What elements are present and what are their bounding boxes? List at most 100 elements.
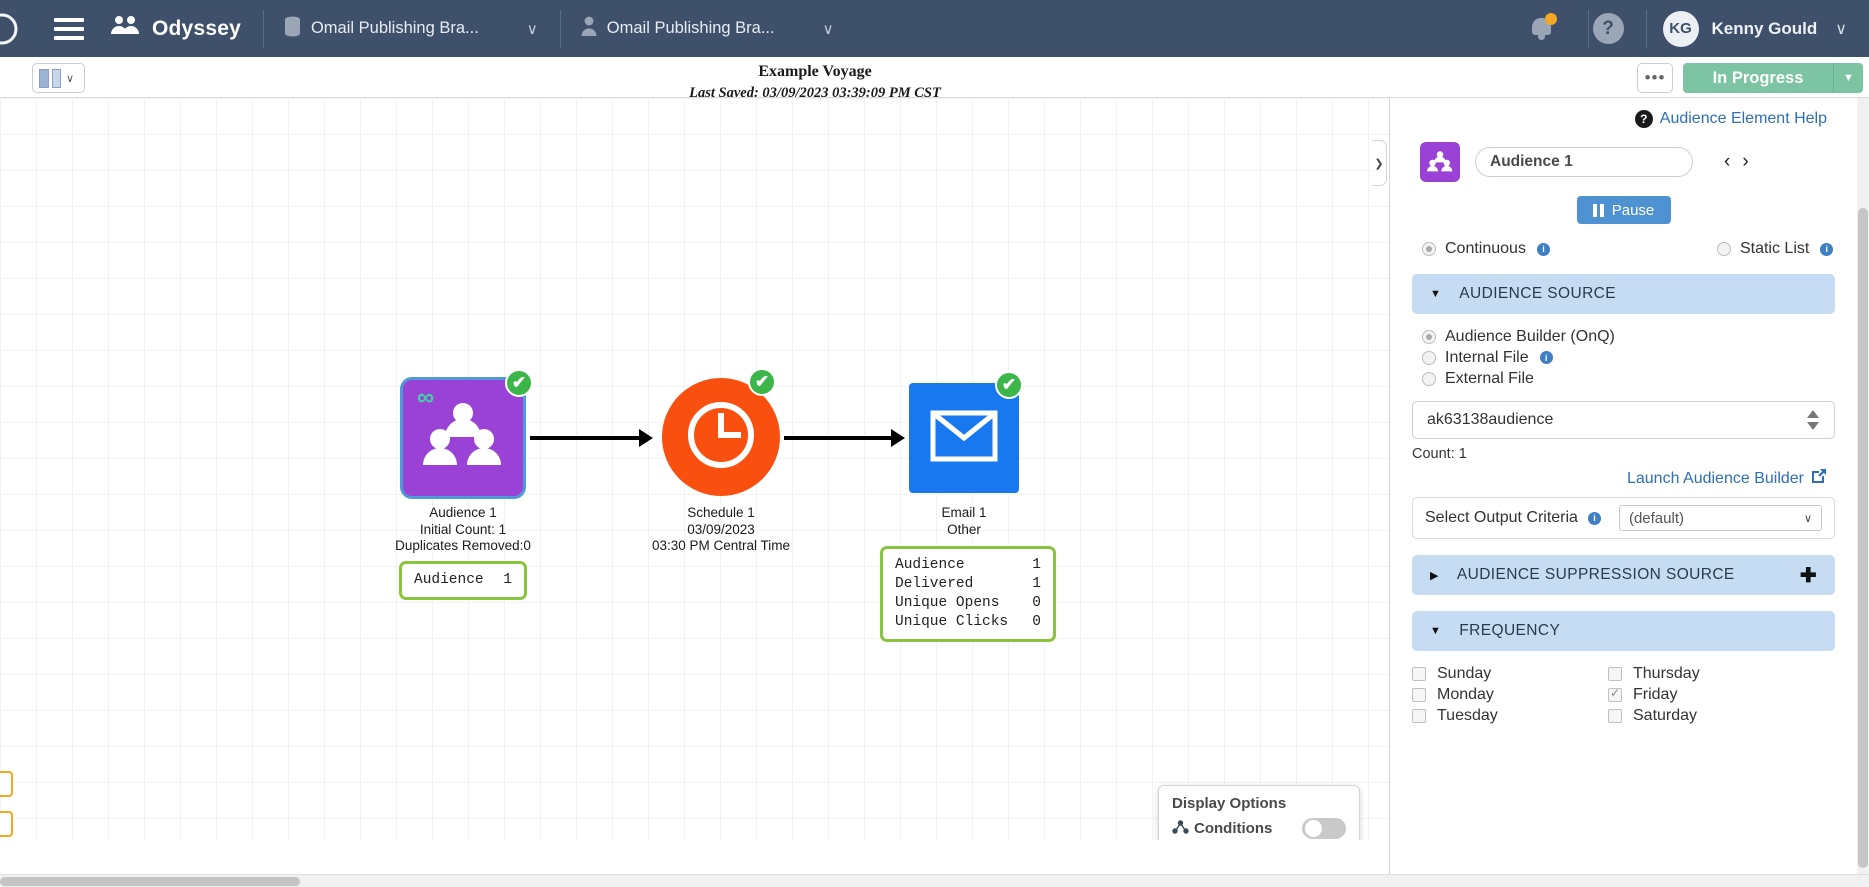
- info-icon[interactable]: i: [1536, 242, 1550, 256]
- checkbox-indicator: [1412, 708, 1426, 723]
- pause-button[interactable]: Pause: [1576, 196, 1671, 224]
- user-menu-chevron-down-icon[interactable]: ∨: [1835, 20, 1847, 38]
- chevron-left-icon[interactable]: ‹: [1724, 151, 1731, 172]
- layout-caret-icon: ∨: [66, 72, 75, 85]
- nav-divider-2: [559, 9, 561, 48]
- account-selector-label: Omail Publishing Bra...: [606, 19, 775, 37]
- chevron-down-icon: ∨: [822, 20, 834, 38]
- brand-home-link[interactable]: Odyssey: [110, 14, 241, 43]
- checkbox-sunday-label: Sunday: [1437, 664, 1492, 682]
- voyage-canvas[interactable]: ∞ ✔ Audience 1 Initial Count: 1 Duplicat…: [0, 98, 1390, 840]
- reporting-metric-label: Delivered: [895, 576, 974, 592]
- avatar[interactable]: KG: [1662, 10, 1699, 47]
- canvas-tab-stub[interactable]: [0, 771, 13, 797]
- frequency-days-left: Sunday Monday Tuesday: [1412, 663, 1608, 726]
- audience-select-value: ak63138audience: [1427, 411, 1554, 428]
- database-selector[interactable]: Omail Publishing Bra... ∨: [284, 16, 538, 42]
- account-selector[interactable]: Omail Publishing Bra... ∨: [581, 16, 834, 42]
- reporting-row: Unique Opens 0: [895, 594, 1041, 613]
- chevron-down-icon: ∨: [526, 20, 538, 38]
- reporting-metric-label: Unique Clicks: [895, 614, 1009, 630]
- checkbox-saturday-label: Saturday: [1633, 706, 1698, 724]
- clock-icon: [683, 397, 759, 478]
- status-badge[interactable]: In Progress: [1683, 63, 1833, 93]
- collapse-panel-chevron-icon[interactable]: ❯: [1372, 140, 1387, 186]
- checkbox-tuesday-label: Tuesday: [1437, 706, 1498, 724]
- radio-internal-file-label: Internal File: [1445, 348, 1529, 366]
- radio-external-file[interactable]: External File: [1422, 368, 1857, 389]
- audience-source-radio-group: Audience Builder (OnQ) Internal File i E…: [1390, 314, 1857, 389]
- audience-select[interactable]: ak63138audience: [1412, 401, 1835, 439]
- radio-continuous-label: Continuous: [1445, 240, 1526, 257]
- question-mark-icon[interactable]: ?: [1592, 13, 1624, 44]
- display-options-title: Display Options: [1172, 795, 1287, 812]
- radio-internal-file[interactable]: Internal File i: [1422, 347, 1857, 368]
- section-header-suppression-label: AUDIENCE SUPPRESSION SOURCE: [1456, 566, 1735, 583]
- reporting-metric-value: 0: [1032, 614, 1041, 630]
- reporting-metric-value: 1: [1032, 557, 1041, 573]
- launch-audience-builder-link[interactable]: Launch Audience Builder: [1390, 462, 1857, 489]
- canvas-tab-stub[interactable]: [0, 811, 13, 837]
- audience-element-help-link[interactable]: ? Audience Element Help: [1390, 98, 1857, 128]
- section-header-frequency-label: FREQUENCY: [1459, 622, 1561, 639]
- pause-icon: [1592, 203, 1604, 217]
- radio-indicator: [1422, 350, 1436, 365]
- canvas-node-schedule[interactable]: [662, 378, 780, 496]
- node-status-check-circle-icon: ✔: [995, 371, 1023, 399]
- radio-audience-builder-label: Audience Builder (OnQ): [1445, 327, 1615, 345]
- section-header-audience-suppression-source[interactable]: ▶ AUDIENCE SUPPRESSION SOURCE ✚: [1412, 555, 1835, 595]
- section-header-frequency[interactable]: ▼ FREQUENCY: [1412, 611, 1835, 651]
- reporting-metric-label: Unique Opens: [895, 595, 1000, 611]
- element-properties-panel: ? Audience Element Help ‹ › Pause Contin…: [1389, 98, 1857, 874]
- odyssey-mark-icon[interactable]: [0, 12, 34, 46]
- status-dropdown-caret-icon[interactable]: ▼: [1833, 63, 1863, 93]
- canvas-node-email[interactable]: [909, 383, 1019, 493]
- output-criteria-select[interactable]: (default) ∨: [1618, 505, 1822, 531]
- launch-audience-builder-label: Launch Audience Builder: [1626, 469, 1804, 487]
- person-icon: [581, 16, 597, 42]
- checkbox-saturday[interactable]: Saturday: [1608, 705, 1804, 726]
- panel-layout-icon[interactable]: ∨: [32, 63, 85, 93]
- checkbox-monday[interactable]: Monday: [1412, 684, 1608, 705]
- checkbox-indicator: [1608, 666, 1622, 681]
- question-circle-icon: ?: [1634, 110, 1653, 128]
- chevron-right-icon[interactable]: ›: [1742, 151, 1749, 172]
- canvas-horizontal-scrollbar-thumb[interactable]: [0, 877, 300, 886]
- checkbox-friday[interactable]: Friday: [1608, 684, 1804, 705]
- canvas-node-schedule-label: Schedule 1 03/09/2023 03:30 PM Central T…: [651, 505, 791, 553]
- info-icon[interactable]: i: [1820, 242, 1834, 256]
- canvas-node-audience[interactable]: ∞: [400, 377, 526, 499]
- checkbox-sunday[interactable]: Sunday: [1412, 663, 1608, 684]
- checkbox-indicator: [1412, 666, 1426, 681]
- output-criteria-row: Select Output Criteria i (default) ∨: [1412, 497, 1835, 539]
- username-label: Kenny Gould: [1711, 18, 1818, 38]
- chevron-right-icon: ▶: [1430, 569, 1439, 582]
- frequency-day-grid: Sunday Monday Tuesday Thursday Friday: [1390, 651, 1857, 726]
- conditions-branch-icon: [1172, 819, 1194, 838]
- notification-bell-icon[interactable]: [1528, 12, 1557, 44]
- hamburger-menu-icon[interactable]: [54, 17, 84, 40]
- info-icon[interactable]: i: [1587, 511, 1601, 525]
- radio-continuous[interactable]: Continuous i: [1422, 240, 1550, 258]
- display-option-conditions[interactable]: Conditions: [1172, 815, 1346, 840]
- radio-audience-builder[interactable]: Audience Builder (OnQ): [1422, 326, 1857, 347]
- radio-indicator: [1716, 242, 1731, 256]
- more-options-button[interactable]: •••: [1637, 63, 1673, 93]
- checkbox-tuesday[interactable]: Tuesday: [1412, 705, 1608, 726]
- conditions-toggle[interactable]: [1302, 818, 1346, 839]
- reporting-row: Audience 1: [895, 556, 1041, 575]
- reporting-metric-value: 1: [1032, 576, 1041, 592]
- updown-stepper-icon: [1806, 410, 1820, 430]
- canvas-horizontal-scrollbar[interactable]: [0, 874, 1869, 887]
- database-icon: [284, 16, 301, 42]
- panel-scrollbar-thumb[interactable]: [1858, 208, 1868, 868]
- checkbox-thursday[interactable]: Thursday: [1608, 663, 1804, 684]
- info-icon[interactable]: i: [1539, 351, 1553, 364]
- add-suppression-plus-icon[interactable]: ✚: [1799, 564, 1817, 587]
- radio-static-list[interactable]: Static List i: [1716, 240, 1834, 258]
- external-link-icon: [1811, 468, 1827, 489]
- section-header-audience-source[interactable]: ▼ AUDIENCE SOURCE: [1412, 274, 1835, 314]
- last-saved-label: Last Saved: 03/09/2023 03:39:09 PM CST: [689, 85, 941, 101]
- element-name-input[interactable]: [1475, 147, 1693, 177]
- panel-scrollbar-track[interactable]: [1857, 98, 1869, 874]
